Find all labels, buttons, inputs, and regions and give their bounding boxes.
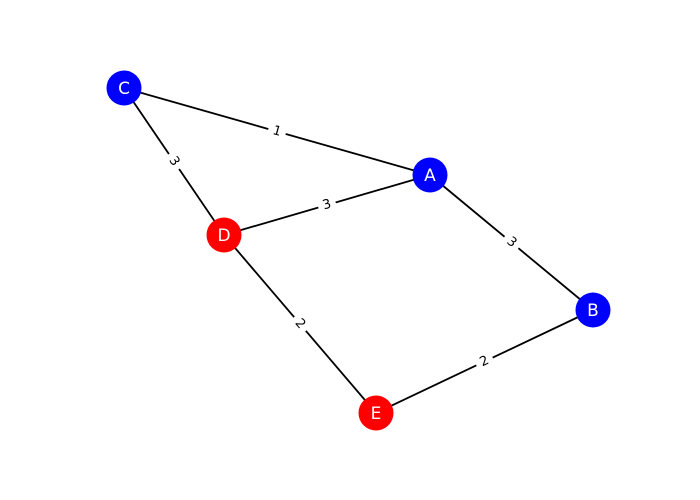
edge-label-bg-E-B xyxy=(472,350,497,373)
node-label-B: B xyxy=(587,301,599,321)
edge-label-bg-C-A xyxy=(266,121,288,142)
edge-label-bg-C-D xyxy=(162,149,186,174)
edge-label-bg-A-B xyxy=(499,230,524,255)
edge-weight-label-C-A: 1 xyxy=(271,123,283,140)
node-label-E: E xyxy=(371,404,382,424)
edge-label-bg-D-E xyxy=(288,311,312,337)
node-circle-B xyxy=(575,292,611,328)
edge-label-bg-D-A xyxy=(316,194,338,216)
node-circle-D xyxy=(206,217,242,253)
node-circle-E xyxy=(358,395,394,431)
node-circle-A xyxy=(412,157,448,193)
node-circle-C xyxy=(106,70,142,106)
node-label-D: D xyxy=(217,226,230,246)
edge-weight-label-D-A: 3 xyxy=(321,197,333,214)
node-label-A: A xyxy=(424,166,436,186)
node-label-C: C xyxy=(118,79,130,99)
